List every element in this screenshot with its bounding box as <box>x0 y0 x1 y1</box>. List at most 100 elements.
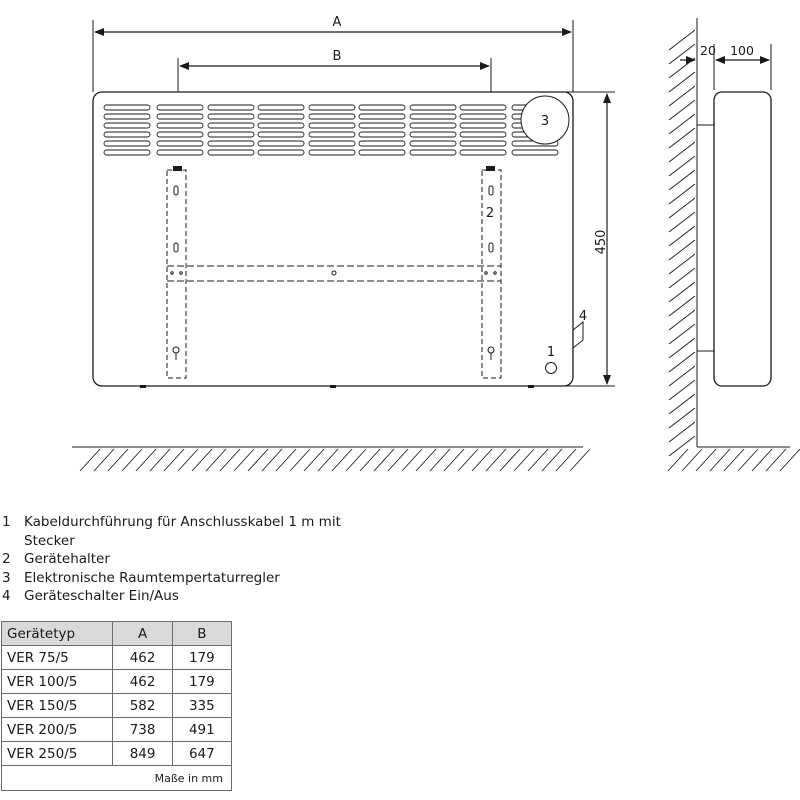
table-cell: 738 <box>112 717 173 742</box>
vent-slot <box>459 140 507 147</box>
legend-num: 3 <box>2 569 11 586</box>
vent-slot <box>511 149 559 156</box>
vent-slot <box>409 113 457 120</box>
dimensions-table: Gerätetyp A B VER 75/5 462 179 VER 100/5… <box>0 621 233 791</box>
bracket-screws <box>173 166 495 171</box>
thermostat-highlight <box>520 95 570 145</box>
table-cell: 179 <box>171 669 233 694</box>
callout-3: 3 <box>541 114 549 129</box>
mounting-bracket-side <box>696 124 715 352</box>
legend-text: Geräteschalter Ein/Aus <box>24 588 179 604</box>
legend-item-3: 3 Elektronische Raumtempertaturregler <box>0 569 384 588</box>
vent-slot <box>358 113 406 120</box>
vent-slot <box>459 131 507 138</box>
table-cell: VER 250/5 <box>0 741 114 766</box>
bracket-crossbar <box>167 265 501 282</box>
table-row: VER 200/5 738 491 <box>0 717 233 742</box>
vent-slot <box>308 122 356 129</box>
table-row: VER 150/5 582 335 <box>0 693 233 718</box>
legend-num: 1 <box>2 514 11 530</box>
vent-slot <box>103 140 151 147</box>
table-cell: 647 <box>171 741 233 766</box>
table-row: VER 75/5 462 179 <box>0 645 233 670</box>
vent-slot <box>103 131 151 138</box>
vent-slot <box>207 149 255 156</box>
table-cell: 491 <box>171 717 233 742</box>
unit-note: Maße in mm <box>1 765 232 791</box>
callout-1: 1 <box>547 345 555 360</box>
table-cell: VER 100/5 <box>0 669 114 694</box>
table-footer-row: Maße in mm <box>1 765 232 791</box>
callout-4: 4 <box>579 309 587 324</box>
table-header: B <box>171 621 233 646</box>
vent-grille <box>103 104 559 156</box>
vent-slot <box>257 113 305 120</box>
vent-slot <box>409 131 457 138</box>
vent-slot <box>207 104 255 111</box>
legend: 1 Kabeldurchführung für Anschlusskabel 1… <box>0 513 384 606</box>
legend-item-2: 2 Gerätehalter <box>0 550 384 569</box>
floor-front <box>72 446 591 472</box>
dimension-height-label: 450 <box>594 230 609 255</box>
vent-slot <box>156 149 204 156</box>
vent-slot <box>308 131 356 138</box>
vent-slot <box>257 122 305 129</box>
vent-slot <box>459 104 507 111</box>
legend-num: 4 <box>2 588 11 604</box>
vent-slot <box>308 113 356 120</box>
legend-text: Gerätehalter <box>24 551 110 567</box>
table-cell: VER 75/5 <box>0 645 114 670</box>
vent-slot <box>103 149 151 156</box>
legend-item-1: 1 Kabeldurchführung für Anschlusskabel 1… <box>0 513 384 550</box>
vent-slot <box>459 113 507 120</box>
table-cell: 179 <box>171 645 233 670</box>
table-cell: 849 <box>112 741 173 766</box>
technical-drawing: A B 450 <box>72 15 800 472</box>
vent-slot <box>257 149 305 156</box>
dimension-depth: 20 100 <box>680 43 772 90</box>
table-cell: 335 <box>171 693 233 718</box>
table-header: A <box>112 621 173 646</box>
vent-slot <box>156 131 204 138</box>
vent-slot <box>308 140 356 147</box>
table-row: VER 100/5 462 179 <box>0 669 233 694</box>
vent-slot <box>358 122 406 129</box>
dimension-20-label: 20 <box>700 43 716 58</box>
vent-slot <box>257 140 305 147</box>
vent-slot <box>207 140 255 147</box>
heater-side-body <box>713 91 772 387</box>
vent-slot <box>409 149 457 156</box>
vent-slot <box>358 140 406 147</box>
dimension-100-label: 100 <box>730 43 754 58</box>
table-cell: VER 150/5 <box>0 693 114 718</box>
legend-text: Elektronische Raumtempertaturregler <box>24 569 280 586</box>
heater-feet <box>140 385 534 388</box>
table-cell: 462 <box>112 645 173 670</box>
vent-slot <box>358 149 406 156</box>
vent-slot <box>207 113 255 120</box>
vent-slot <box>308 104 356 111</box>
vent-slot <box>103 104 151 111</box>
vent-slot <box>156 104 204 111</box>
vent-slot <box>459 149 507 156</box>
legend-text: Kabeldurchführung für Anschlusskabel 1 m… <box>24 514 341 549</box>
vent-slot <box>308 149 356 156</box>
dimension-a: A <box>92 15 574 92</box>
vent-slot <box>459 122 507 129</box>
vent-slot <box>257 131 305 138</box>
vent-slot <box>156 113 204 120</box>
vent-slot <box>103 113 151 120</box>
table-cell: 462 <box>112 669 173 694</box>
vent-slot <box>409 122 457 129</box>
vent-slot <box>409 104 457 111</box>
vent-slot <box>409 140 457 147</box>
dimension-b-label: B <box>333 49 342 64</box>
table-header-row: Gerätetyp A B <box>0 621 233 646</box>
vent-slot <box>103 122 151 129</box>
vent-slot <box>156 140 204 147</box>
table-cell: VER 200/5 <box>0 717 114 742</box>
vent-slot <box>156 122 204 129</box>
legend-item-4: 4 Geräteschalter Ein/Aus <box>0 587 384 606</box>
dimension-height: 450 <box>560 91 615 387</box>
table-header: Gerätetyp <box>0 621 114 646</box>
